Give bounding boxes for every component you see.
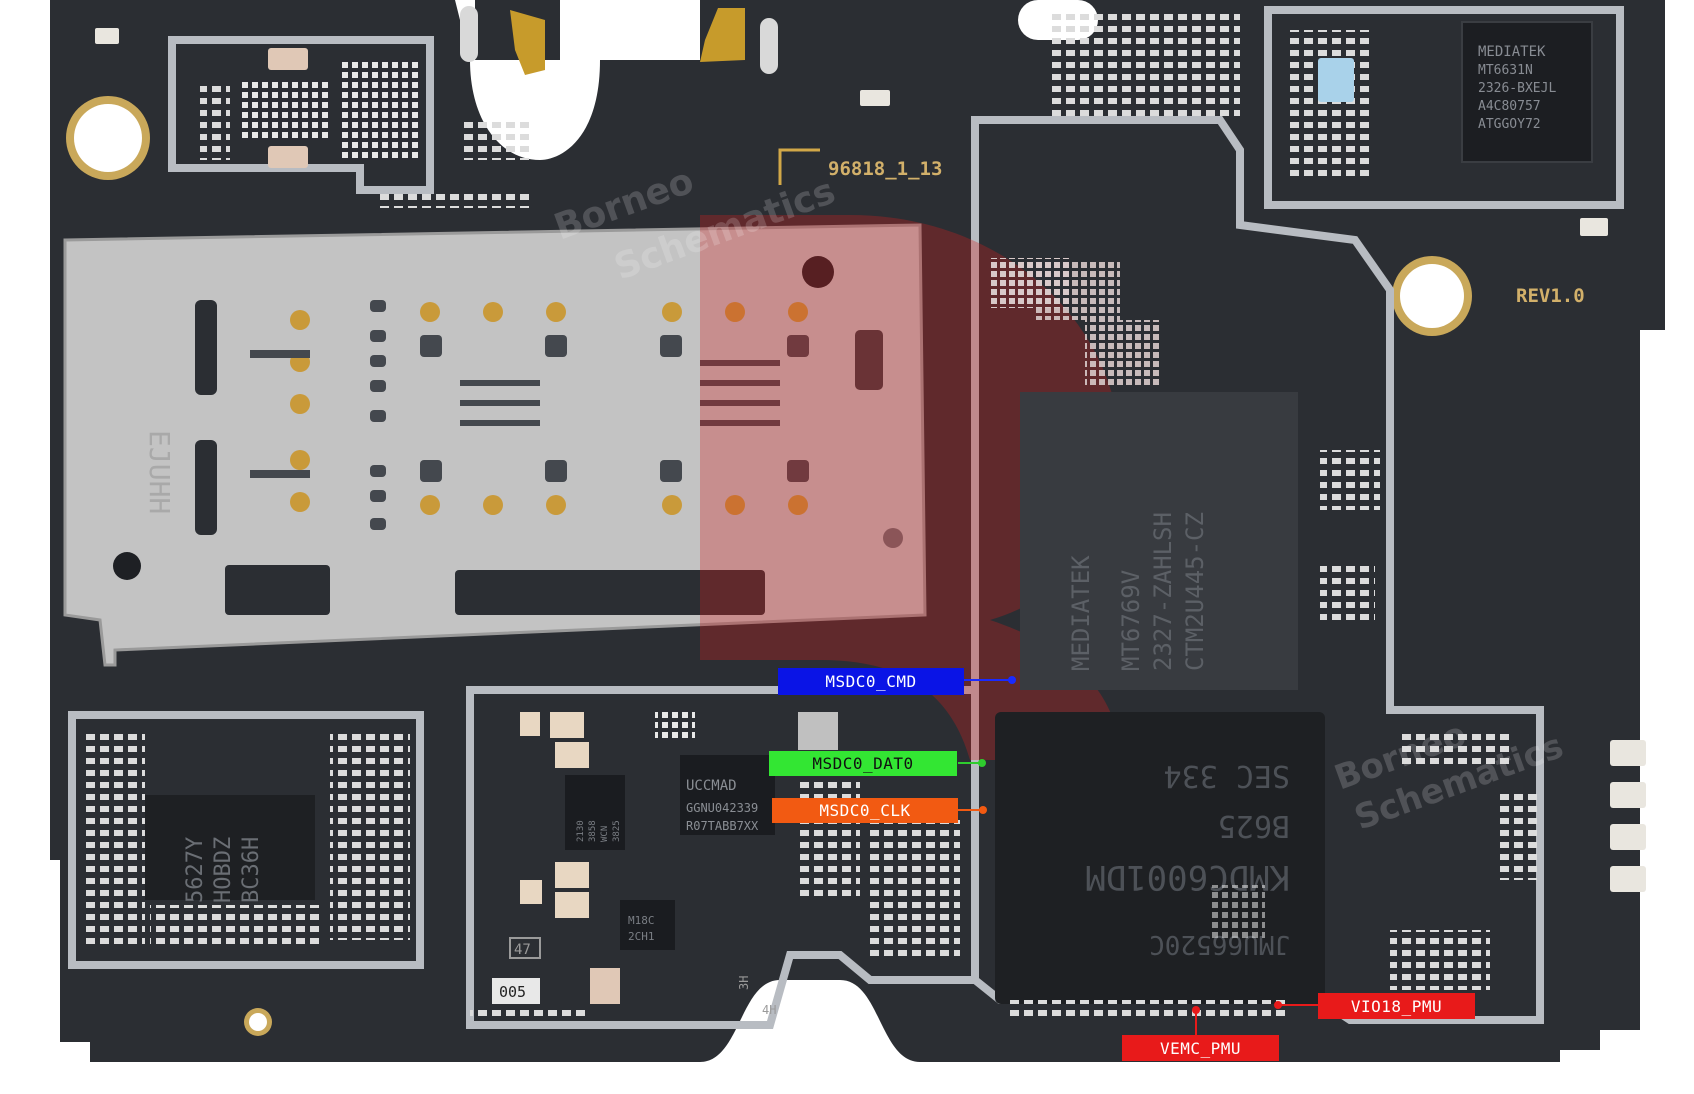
svg-text:4H: 4H xyxy=(762,1003,776,1017)
svg-text:ATGGOY72: ATGGOY72 xyxy=(1478,117,1541,132)
label-msdc0-cmd: MSDC0_CMD xyxy=(778,668,964,695)
label-msdc0-clk: MSDC0_CLK xyxy=(772,798,958,823)
wifi-chip-area: MEDIATEK MT6631N 2326-BXEJL A4C80757 ATG… xyxy=(1285,21,1608,236)
shield-frames xyxy=(68,6,1624,1029)
svg-text:MEDIATEK: MEDIATEK xyxy=(1478,44,1546,60)
emmc-memory-chip-area: JMU66520C KMDC6001DM B625 SEC 334 xyxy=(995,712,1325,1004)
label-msdc0-dat0-text: MSDC0_DAT0 xyxy=(812,754,914,773)
sim-card-tray: EJUHH xyxy=(63,223,927,667)
svg-text:5627Y: 5627Y xyxy=(183,837,208,903)
svg-text:3H: 3H xyxy=(737,976,751,990)
svg-text:B625: B625 xyxy=(1218,808,1290,843)
component-area-right xyxy=(1320,450,1646,990)
label-msdc0-dat0: MSDC0_DAT0 xyxy=(769,751,957,776)
m18c-chip xyxy=(620,900,675,950)
label-vio18-pmu: VIO18_PMU xyxy=(1318,993,1475,1019)
svg-text:MEDIATEK: MEDIATEK xyxy=(1067,555,1095,671)
mediatek-wifi-chip xyxy=(1462,22,1592,162)
mounting-holes xyxy=(66,96,1472,1036)
svg-text:2CH1: 2CH1 xyxy=(628,930,655,943)
label-vemc-pmu-text: VEMC_PMU xyxy=(1159,1038,1242,1058)
label-vio18-pmu-text: VIO18_PMU xyxy=(1350,996,1443,1016)
svg-text:MT6631N: MT6631N xyxy=(1478,63,1533,78)
svg-text:2130: 2130 xyxy=(576,820,586,842)
svg-text:R07TABB7XX: R07TABB7XX xyxy=(686,819,759,833)
svg-text:3825: 3825 xyxy=(612,820,622,842)
svg-text:UCCMAD: UCCMAD xyxy=(686,778,737,794)
svg-text:47: 47 xyxy=(514,942,531,958)
label-msdc0-clk-text: MSDC0_CLK xyxy=(819,801,911,820)
annotation-leaders xyxy=(958,676,1318,1036)
svg-text:MT6769V: MT6769V xyxy=(1117,570,1145,671)
top-connectors xyxy=(380,6,1240,208)
small-ic xyxy=(565,775,625,850)
label-vemc-pmu: VEMC_PMU xyxy=(1122,1035,1279,1061)
pmic-area-left: 5627Y HOBDZ BC36H xyxy=(85,730,410,950)
svg-text:SEC 334: SEC 334 xyxy=(1164,758,1290,793)
svg-text:2327-ZAHLSH: 2327-ZAHLSH xyxy=(1149,512,1177,671)
soc-chip xyxy=(1020,392,1298,690)
svg-text:A4C80757: A4C80757 xyxy=(1478,99,1541,114)
svg-text:005: 005 xyxy=(499,983,526,1001)
svg-text:HOBDZ: HOBDZ xyxy=(211,837,236,903)
svg-text:CTM2U445-CZ: CTM2U445-CZ xyxy=(1181,512,1209,671)
component-area-center: 2130 3858 WCN 3825 UCCMAD GGNU042339 R07… xyxy=(470,712,1290,1022)
watermark-logo xyxy=(700,215,1120,760)
svg-text:EJUHH: EJUHH xyxy=(143,430,176,514)
svg-text:M18C: M18C xyxy=(628,914,655,927)
board-code-silkscreen: 96818_1_13 xyxy=(778,148,942,185)
svg-text:BC36H: BC36H xyxy=(239,837,264,903)
board-code-text: 96818_1_13 xyxy=(828,158,942,180)
uccmad-chip xyxy=(680,755,775,835)
svg-text:WCN: WCN xyxy=(600,826,610,842)
svg-text:GGNU042339: GGNU042339 xyxy=(686,801,758,815)
label-msdc0-cmd-text: MSDC0_CMD xyxy=(825,672,917,691)
svg-text:3858: 3858 xyxy=(588,820,598,842)
soc-chip-area: MEDIATEK MT6769V 2327-ZAHLSH CTM2U445-CZ xyxy=(990,258,1298,690)
svg-text:2326-BXEJL: 2326-BXEJL xyxy=(1478,81,1556,96)
rf-module-top-left xyxy=(95,28,420,168)
pmic-chip xyxy=(145,795,315,900)
revision-text: REV1.0 xyxy=(1516,285,1585,307)
